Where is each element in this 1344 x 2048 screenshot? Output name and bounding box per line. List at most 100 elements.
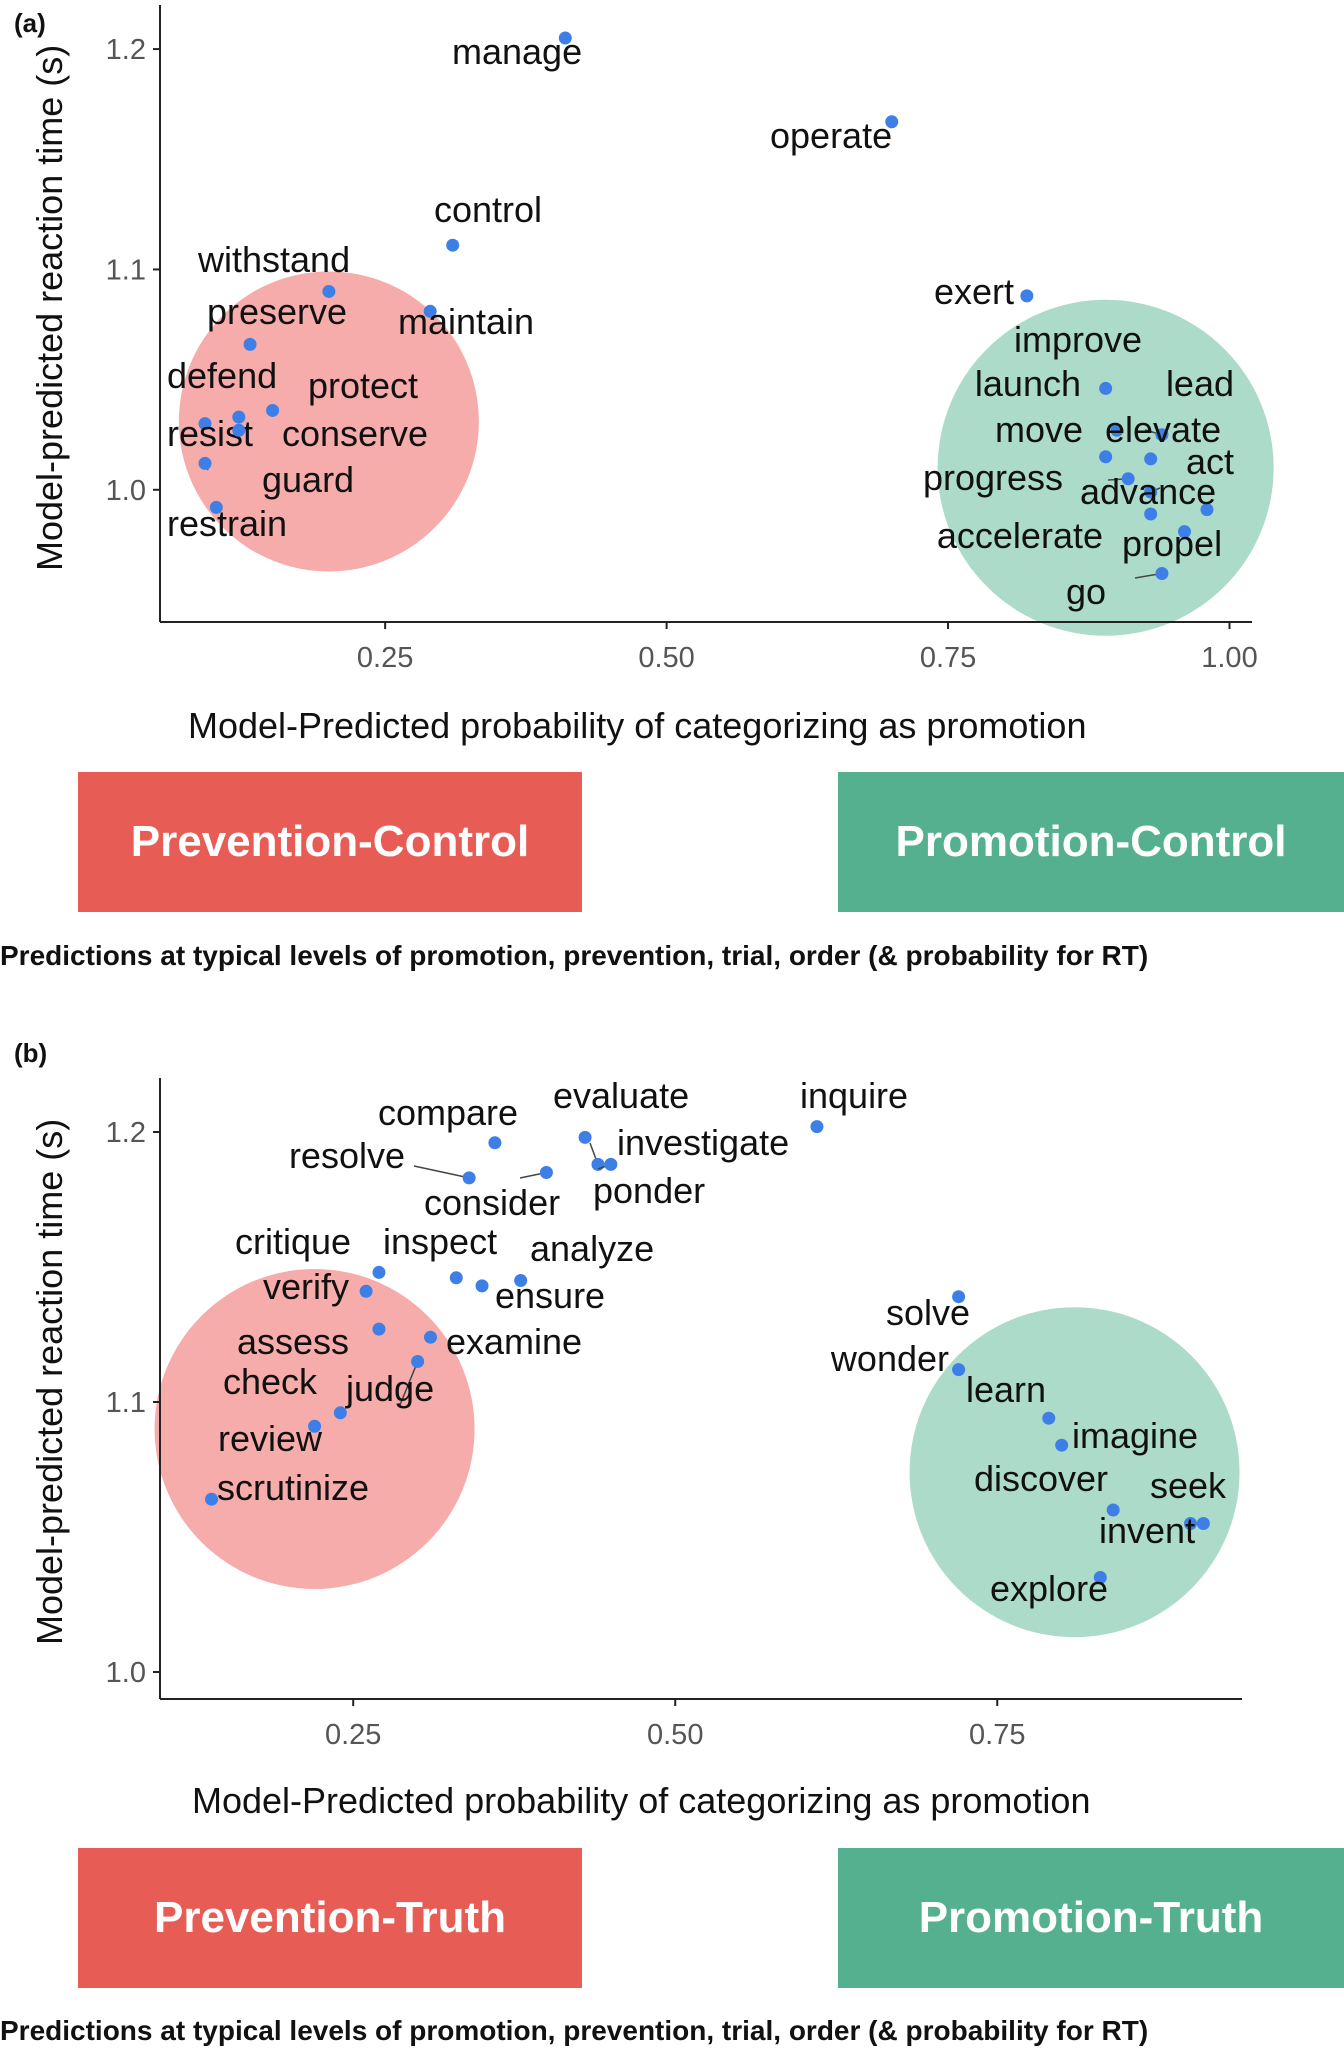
data-point (1155, 428, 1169, 442)
point-label: check (223, 1361, 318, 1402)
point-label: accelerate (937, 515, 1103, 556)
data-point (1196, 1517, 1210, 1530)
data-point (1155, 567, 1169, 581)
point-label: imagine (1072, 1415, 1198, 1456)
x-tick-label: 0.50 (647, 1719, 703, 1751)
point-label: ponder (593, 1170, 705, 1211)
data-point (232, 423, 246, 437)
promotion-region-circle (909, 1307, 1240, 1638)
data-point (488, 1136, 502, 1150)
point-label: analyze (530, 1228, 654, 1269)
point-label: solve (886, 1292, 970, 1333)
data-point (810, 1120, 824, 1134)
point-label: act (1186, 441, 1234, 482)
data-point (205, 1492, 219, 1506)
x-tick-label: 0.50 (638, 642, 694, 674)
data-point (1183, 1517, 1197, 1530)
promotion-truth-box: Promotion-Truth (838, 1848, 1344, 1988)
point-label: withstand (197, 239, 350, 280)
data-point (1106, 1503, 1120, 1517)
data-point (1200, 503, 1214, 517)
point-label: launch (975, 363, 1081, 404)
point-label: examine (446, 1321, 582, 1362)
point-label: judge (345, 1368, 434, 1409)
caption: Predictions at typical levels of promoti… (0, 940, 1149, 971)
point-label: critique (235, 1221, 351, 1262)
data-point (308, 1419, 322, 1433)
point-label: ensure (495, 1275, 605, 1316)
data-point (209, 500, 223, 514)
point-label: advance (1080, 471, 1216, 512)
point-label: resolve (289, 1135, 405, 1176)
data-point (475, 1279, 489, 1293)
point-label: control (434, 189, 542, 230)
x-tick-label: 0.25 (325, 1719, 381, 1751)
x-tick-label: 0.75 (920, 642, 976, 674)
data-point (578, 1130, 592, 1144)
point-label: compare (378, 1092, 518, 1133)
x-tick-label: 0.25 (357, 642, 413, 674)
point-label: improve (1014, 319, 1142, 360)
panel-letter: (a) (14, 8, 46, 38)
point-label: wonder (830, 1338, 949, 1379)
data-point (411, 1355, 425, 1368)
data-point (1099, 381, 1113, 395)
point-label: preserve (207, 291, 347, 332)
point-label: verify (263, 1266, 349, 1307)
data-point (1055, 1438, 1069, 1452)
point-label: invent (1099, 1510, 1195, 1551)
data-point (885, 115, 899, 129)
data-point (243, 337, 257, 351)
point-label: lead (1166, 363, 1234, 404)
data-point (952, 1290, 966, 1304)
data-point (372, 1322, 386, 1336)
point-label: evaluate (553, 1075, 689, 1116)
prevention-truth-box: Prevention-Truth (78, 1848, 582, 1988)
x-axis-title: Model-Predicted probability of categoriz… (188, 705, 1087, 746)
data-point (372, 1265, 386, 1279)
x-tick-label: 1.00 (1201, 642, 1257, 674)
point-label: manage (452, 31, 582, 72)
point-label: elevate (1105, 409, 1221, 450)
x-axis-title: Model-Predicted probability of categoriz… (192, 1780, 1091, 1821)
leader-line (413, 1165, 470, 1179)
point-label: maintain (398, 301, 534, 342)
y-tick-label: 1.1 (106, 254, 146, 286)
point-label: protect (308, 365, 418, 406)
y-tick-label: 1.0 (106, 475, 146, 507)
data-point (462, 1171, 476, 1185)
data-point (591, 1157, 605, 1171)
data-point (424, 1330, 437, 1344)
point-label: assess (237, 1321, 349, 1362)
point-label: seek (1150, 1465, 1227, 1506)
point-label: move (995, 409, 1083, 450)
point-label: scrutinize (217, 1467, 369, 1508)
point-label: inspect (383, 1221, 497, 1262)
data-point (449, 1271, 463, 1285)
y-tick-label: 1.0 (106, 1657, 146, 1689)
data-point (1177, 525, 1191, 539)
data-point (359, 1284, 373, 1298)
y-axis-title: Model-predicted reaction time (s) (29, 1118, 70, 1645)
point-label: discover (974, 1458, 1108, 1499)
point-label: explore (990, 1568, 1108, 1609)
point-label: restrain (167, 503, 287, 544)
point-label: progress (923, 457, 1063, 498)
data-point (423, 304, 437, 318)
data-point (322, 284, 336, 298)
point-label: guard (262, 459, 354, 500)
data-point (1099, 450, 1113, 464)
data-point (1144, 485, 1158, 499)
data-point (604, 1157, 618, 1171)
data-point (1110, 423, 1124, 437)
point-label: learn (966, 1369, 1046, 1410)
point-label: review (218, 1418, 323, 1459)
data-point (952, 1363, 966, 1377)
data-point (266, 403, 280, 417)
data-point (333, 1406, 347, 1420)
y-tick-label: 1.2 (106, 1117, 146, 1149)
data-point (232, 410, 246, 424)
